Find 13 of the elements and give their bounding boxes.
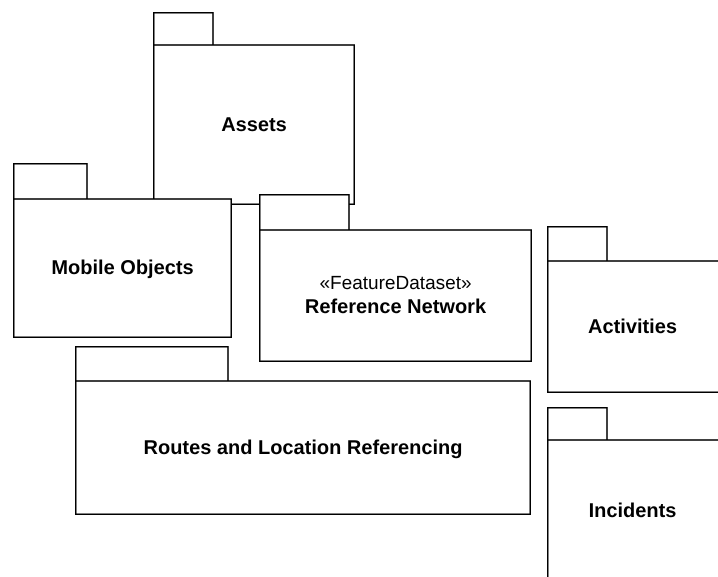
package-box	[75, 346, 531, 515]
package-box	[13, 163, 232, 338]
package-name: Activities	[588, 314, 677, 340]
package-name: Routes and Location Referencing	[144, 436, 462, 460]
package-name: Reference Network	[304, 295, 486, 320]
package-name: Assets	[221, 112, 287, 138]
package-box	[153, 12, 355, 205]
stereotype-label: «FeatureDataset»	[319, 272, 472, 296]
package-box	[547, 226, 718, 393]
package-box	[547, 407, 718, 577]
package-name: Incidents	[588, 498, 676, 524]
package-box	[259, 194, 532, 362]
package-name: Mobile Objects	[51, 256, 194, 281]
